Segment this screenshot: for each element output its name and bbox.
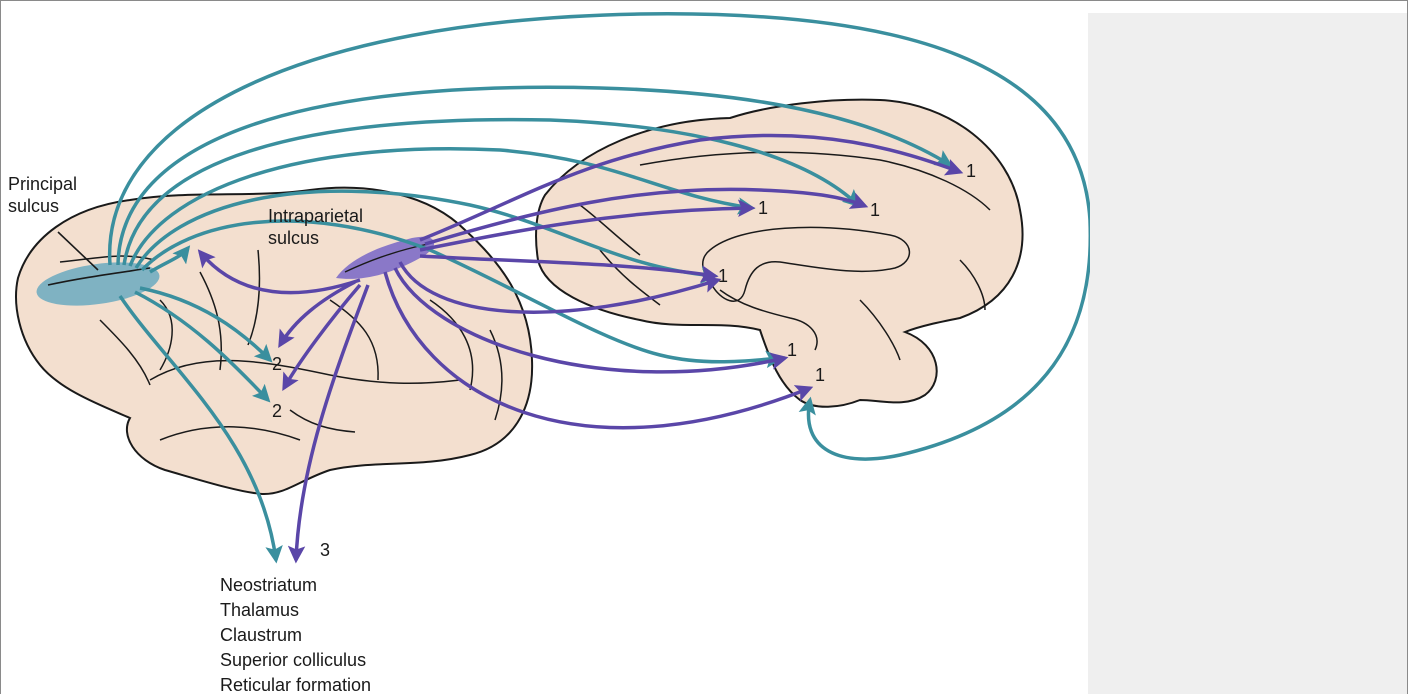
target-number-2: 2 [272, 354, 282, 374]
intraparietal-sulcus-label-line2: sulcus [268, 228, 319, 248]
subcortical-target: Superior colliculus [220, 650, 366, 670]
principal-sulcus-label-line1: Principal [8, 174, 77, 194]
target-number-1: 1 [815, 365, 825, 385]
target-number-1: 1 [870, 200, 880, 220]
side-panel [1088, 13, 1407, 694]
target-number-1: 1 [758, 198, 768, 218]
target-number-1: 1 [966, 161, 976, 181]
target-number-1: 1 [787, 340, 797, 360]
subcortical-target: Claustrum [220, 625, 302, 645]
intraparietal-sulcus-label-line1: Intraparietal [268, 206, 363, 226]
principal-sulcus-label-line2: sulcus [8, 196, 59, 216]
brain-connectivity-diagram: Principal sulcus Intraparietal sulcus 1 … [0, 0, 1090, 694]
subcortical-target: Reticular formation [220, 675, 371, 694]
target-number-3: 3 [320, 540, 330, 560]
subcortical-target: Neostriatum [220, 575, 317, 595]
target-number-2: 2 [272, 401, 282, 421]
subcortical-target: Thalamus [220, 600, 299, 620]
target-number-1: 1 [718, 266, 728, 286]
